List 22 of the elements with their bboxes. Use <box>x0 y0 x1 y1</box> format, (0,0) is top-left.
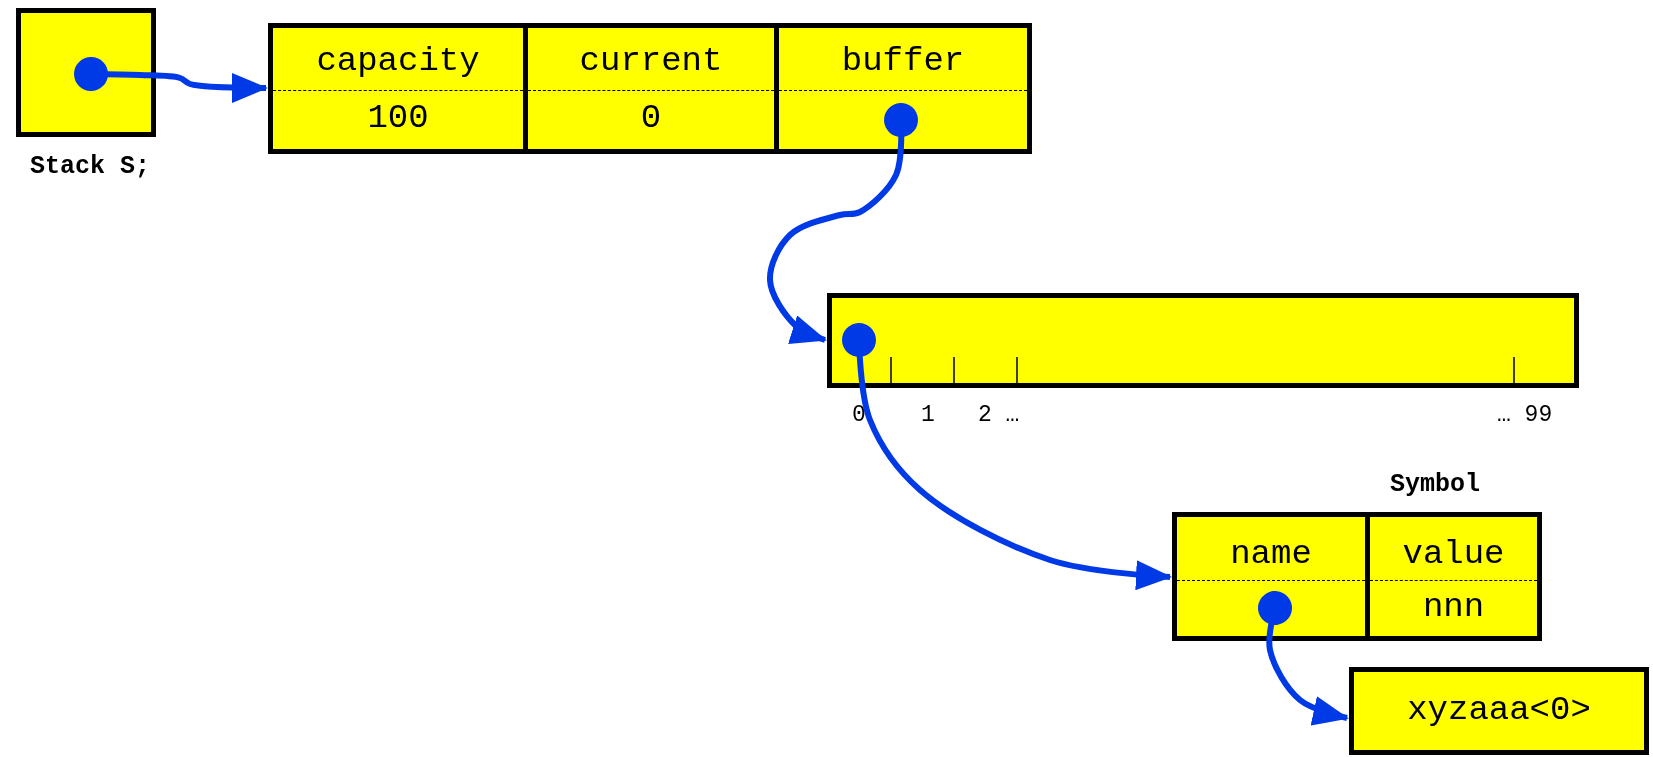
memory-cell <box>1349 667 1649 755</box>
pointer-arrow <box>1258 591 1349 726</box>
field-name: current <box>578 41 724 81</box>
field-name: capacity <box>315 41 481 81</box>
index-label: 1 <box>921 402 935 428</box>
field-value: 100 <box>366 98 430 138</box>
variable-declaration: Stack S; <box>30 152 151 181</box>
pointer-arrow <box>74 57 268 103</box>
pointer-arrow <box>767 103 918 344</box>
struct-type-label: Symbol <box>1390 470 1480 499</box>
index-label: … 99 <box>1497 402 1553 428</box>
field-value: nnn <box>1421 587 1486 627</box>
pointer-arrow <box>842 323 1172 591</box>
field-name: xyzaaa<0> <box>1406 690 1592 730</box>
field-value: 0 <box>639 98 663 138</box>
pointer-variable-box <box>16 8 156 137</box>
pointer-variable-box <box>827 293 1579 388</box>
index-label: 0 <box>852 402 866 428</box>
field-name: name <box>1229 534 1313 574</box>
field-name: value <box>1401 534 1506 574</box>
field-name: buffer <box>840 41 966 81</box>
index-label: 2 … <box>978 402 1020 428</box>
